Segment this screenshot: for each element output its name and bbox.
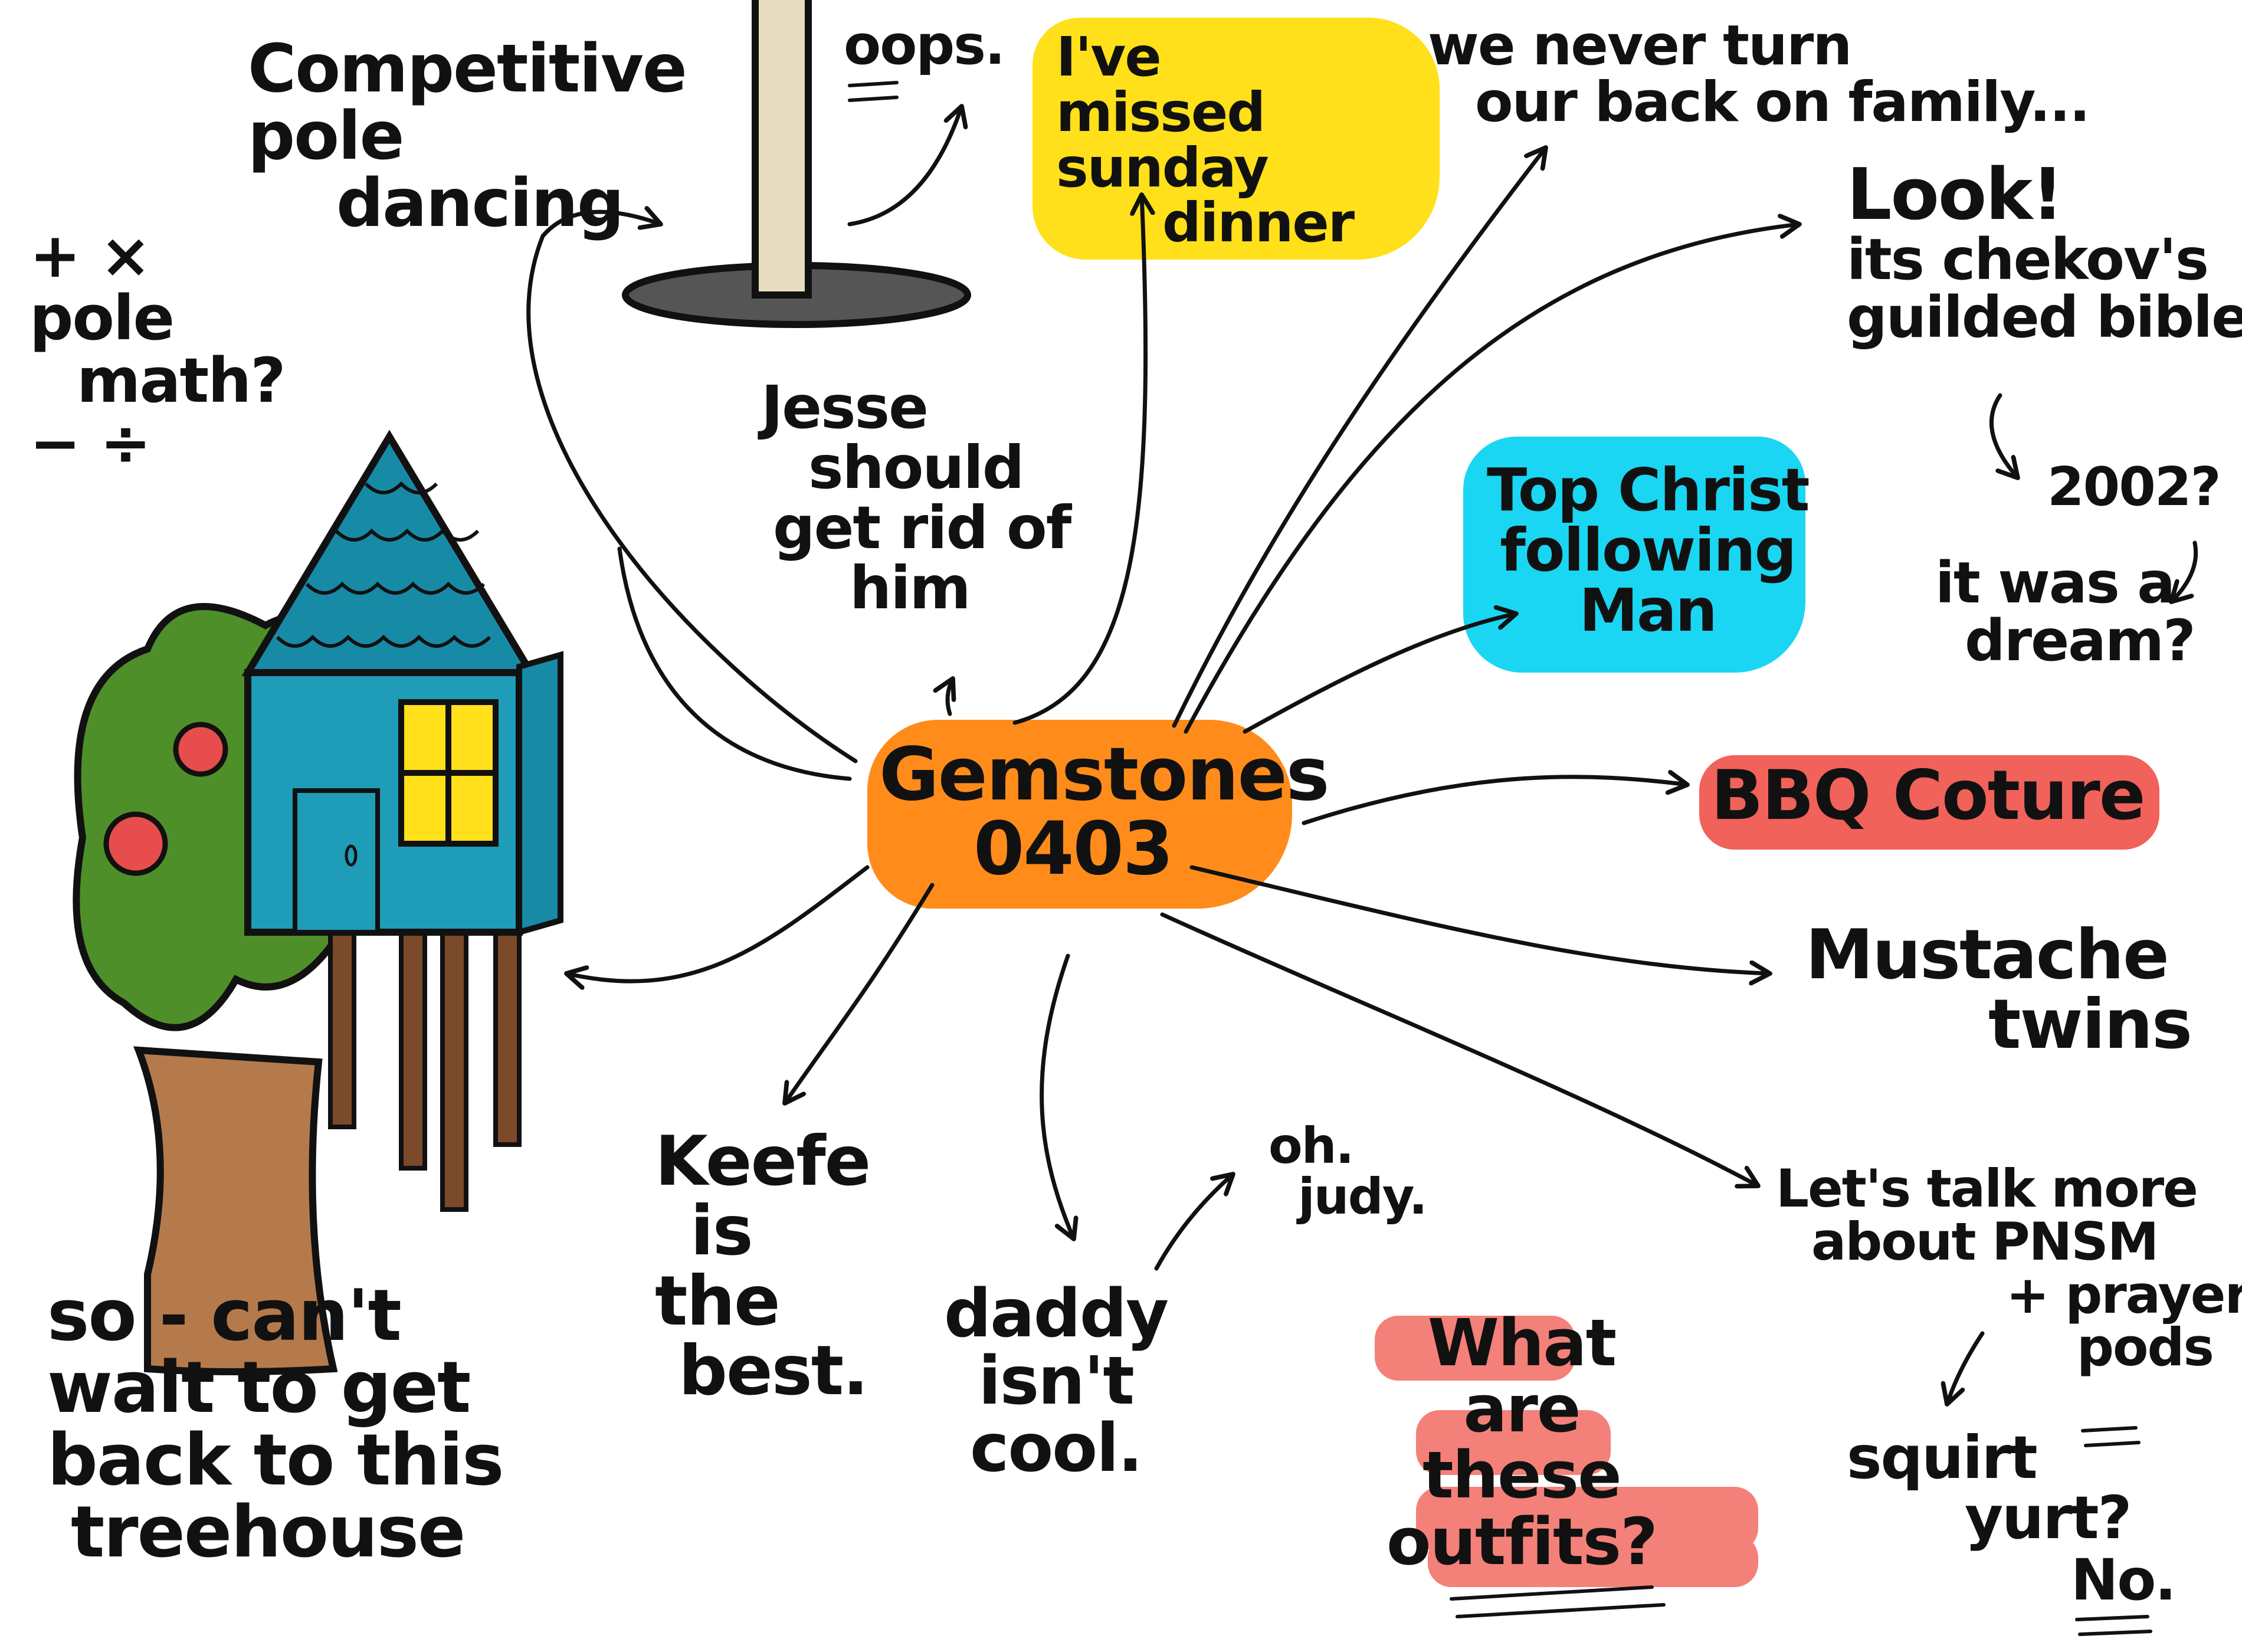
note-pole-dancing-line-3: dancing (336, 165, 624, 242)
center-highlight (867, 720, 1292, 909)
note-pole-math-line-4: − ÷ (30, 407, 151, 480)
note-lets-talk-line-1: Let's talk more (1776, 1158, 2198, 1219)
note-mustache-line-1: Mustache (1805, 915, 2169, 995)
sunday-highlight (1032, 18, 1440, 260)
note-pole-dancing-line-2: pole (248, 98, 404, 175)
center-subtitle: 0403 (974, 807, 1174, 892)
treehouse-drawing (73, 430, 563, 1375)
outfits-highlight-4 (1428, 1534, 1758, 1587)
pole-drawing (622, 0, 971, 328)
note-pole-math-line-2: pole (30, 282, 175, 355)
note-mustache-twins: Mustache twins (1805, 915, 2192, 1065)
note-treehouse-line-2: wait to get (47, 1347, 471, 1430)
note-look: Look! its chekov's guilded bible (1847, 159, 2242, 347)
note-judy-line-1: oh. (1268, 1117, 1354, 1175)
center-title: Gemstones (879, 732, 1330, 817)
note-sunday-line-1: I've (1056, 25, 1162, 88)
note-judy-line-2: judy. (1298, 1167, 1428, 1225)
note-keefe-line-3: the (655, 1261, 781, 1341)
top-christ-highlight (1463, 437, 1805, 673)
note-daddy-line-2: isn't (978, 1343, 1135, 1420)
underlines (848, 81, 2152, 1636)
connector-lines (526, 106, 2198, 1404)
bbq-highlight (1699, 755, 2159, 850)
outfits-highlight-1 (1375, 1316, 1575, 1381)
note-judy: oh. judy. (1268, 1117, 1428, 1225)
note-family-line-1: we never turn (1428, 14, 1852, 78)
note-sunday-line-4: dinner (1162, 191, 1355, 255)
note-lets-talk-line-4: pods (2077, 1317, 2214, 1378)
note-top-christ: Top Christ following Man (1487, 455, 1810, 645)
outfits-highlight-2 (1416, 1410, 1611, 1475)
note-sunday-line-3: sunday (1056, 136, 1269, 199)
note-jesse-line-3: get rid of (773, 493, 1071, 562)
note-treehouse-line-3: back to this (47, 1419, 504, 1502)
note-no: No. (2071, 1547, 2177, 1613)
note-dream-line-2: dream? (1965, 607, 2196, 674)
note-jesse-line-1: Jesse (761, 373, 929, 442)
note-look-line-3: guilded bible (1847, 284, 2242, 351)
note-daddy: daddy isn't cool. (944, 1276, 1169, 1487)
note-pole-math-line-1: + × (30, 219, 151, 291)
note-squirt-line-2: yurt? (1965, 1483, 2132, 1552)
note-squirt-line-1: squirt (1847, 1423, 2038, 1492)
note-jesse-line-4: him (850, 553, 971, 622)
note-outfits-line-4: outfits? (1386, 1503, 1658, 1579)
note-pole-math-line-3: math? (77, 345, 286, 417)
note-lets-talk: Let's talk more about PNSM + prayer pods (1776, 1162, 2242, 1374)
note-lets-talk-line-3: + prayer (2006, 1264, 2242, 1325)
note-outfits: What are these outfits? (1386, 1305, 1658, 1579)
note-outfits-line-3: these (1422, 1437, 1622, 1513)
note-look-line-2: its chekov's (1847, 227, 2209, 293)
note-outfits-line-1: What (1427, 1305, 1617, 1381)
note-sunday-dinner: I've missed sunday dinner (1056, 25, 1355, 255)
note-sunday-line-2: missed (1056, 80, 1266, 144)
note-jesse: Jesse should get rid of him (761, 373, 1071, 622)
note-keefe-line-4: best. (678, 1330, 868, 1411)
note-pole-dancing-line-1: Competitive (248, 31, 687, 107)
note-top-christ-line-2: following (1500, 516, 1797, 585)
note-jesse-line-2: should (808, 433, 1024, 502)
note-keefe: Keefe is the best. (655, 1122, 871, 1411)
note-oops: oops. (844, 14, 1005, 77)
note-pole-dancing: Competitive pole dancing (248, 31, 687, 242)
note-top-christ-line-1: Top Christ (1487, 455, 1810, 525)
note-keefe-line-2: is (690, 1191, 753, 1271)
note-family-line-2: our back on family... (1475, 70, 2090, 135)
note-treehouse-line-4: treehouse (71, 1492, 466, 1574)
note-bbq-coture: BBQ Coture (1711, 756, 2146, 835)
note-squirt-yurt: squirt yurt? (1847, 1423, 2132, 1552)
note-daddy-line-3: cool. (969, 1410, 1143, 1487)
note-keefe-line-1: Keefe (655, 1122, 871, 1201)
note-mustache-line-2: twins (1988, 985, 2192, 1065)
note-treehouse: so - can't wait to get back to this tree… (47, 1275, 504, 1574)
note-look-line-1: Look! (1847, 154, 2064, 236)
note-outfits-line-2: are (1463, 1371, 1581, 1447)
note-family: we never turn our back on family... (1428, 14, 2090, 135)
note-top-christ-line-3: Man (1579, 576, 1717, 645)
note-treehouse-line-1: so - can't (47, 1275, 402, 1357)
note-lets-talk-line-2: about PNSM (1811, 1211, 2159, 1272)
note-dream: it was a dream? (1935, 550, 2196, 674)
note-pole-math: + × pole math? − ÷ (30, 219, 286, 480)
center-node: Gemstones 0403 (879, 732, 1330, 892)
note-dream-line-1: it was a (1935, 550, 2175, 616)
note-daddy-line-1: daddy (944, 1276, 1169, 1352)
note-year: 2002? (2047, 456, 2221, 518)
